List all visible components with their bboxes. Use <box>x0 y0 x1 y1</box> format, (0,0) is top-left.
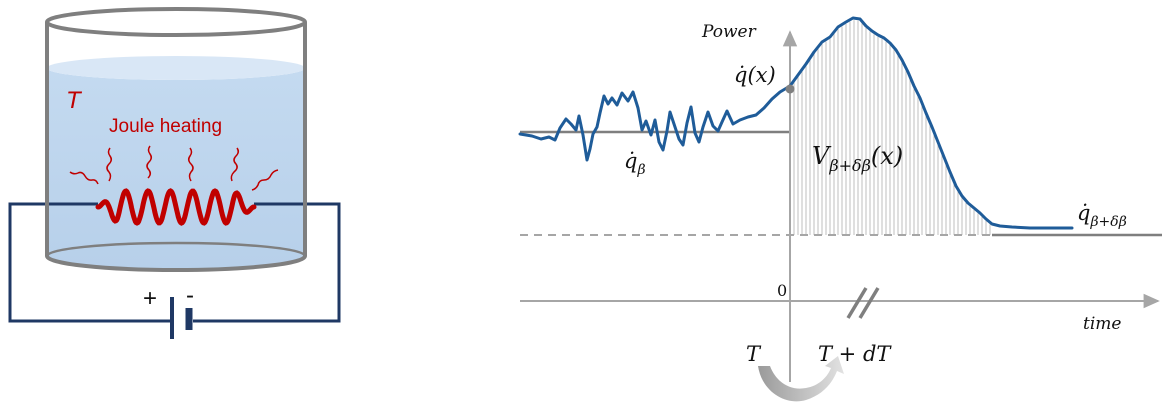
power-plot-panel: Power time 0 q̇(x) q̇β Vβ+δβ(x) q̇β+δβ T… <box>518 16 1162 402</box>
joule-heating-label: Joule heating <box>109 116 222 137</box>
temperature-label: T <box>66 87 83 114</box>
v-symbol: V <box>812 142 832 170</box>
axis-break-icon <box>846 287 880 319</box>
circuit-wires <box>8 202 341 323</box>
battery-plus-sign: + <box>143 285 157 312</box>
beaker-panel: + - T Joule heating <box>8 7 341 339</box>
q-beta-dbeta-symbol: q̇ <box>1077 201 1090 225</box>
v-argument: (x) <box>871 142 903 170</box>
v-label: Vβ+δβ(x) <box>812 142 903 175</box>
battery-icon <box>170 297 193 339</box>
q-beta-symbol: q̇ <box>624 149 637 173</box>
heat-wave-icons <box>69 145 279 191</box>
temperature-change-arrow-icon <box>758 356 844 402</box>
temperature-after-label: T + dT <box>818 342 892 366</box>
battery-minus-sign: - <box>186 282 194 309</box>
q-x-point <box>785 84 795 94</box>
x-axis-label: time <box>1083 314 1121 334</box>
liquid <box>47 56 305 270</box>
q-beta-label: q̇β <box>624 149 646 178</box>
power-curve <box>518 16 1074 230</box>
q-beta-subscript: β <box>636 162 645 178</box>
v-subscript: β+δβ <box>828 156 871 175</box>
origin-label: 0 <box>777 281 787 300</box>
temperature-before-label: T <box>746 342 762 366</box>
q-x-label: q̇(x) <box>734 63 776 87</box>
q-beta-dbeta-label: q̇β+δβ <box>1077 201 1127 230</box>
q-beta-dbeta-subscript: β+δβ <box>1089 214 1126 230</box>
hatched-area <box>793 20 991 235</box>
beaker-container <box>45 7 307 272</box>
y-axis-label: Power <box>701 22 757 42</box>
heater-coil-icon <box>95 188 257 226</box>
